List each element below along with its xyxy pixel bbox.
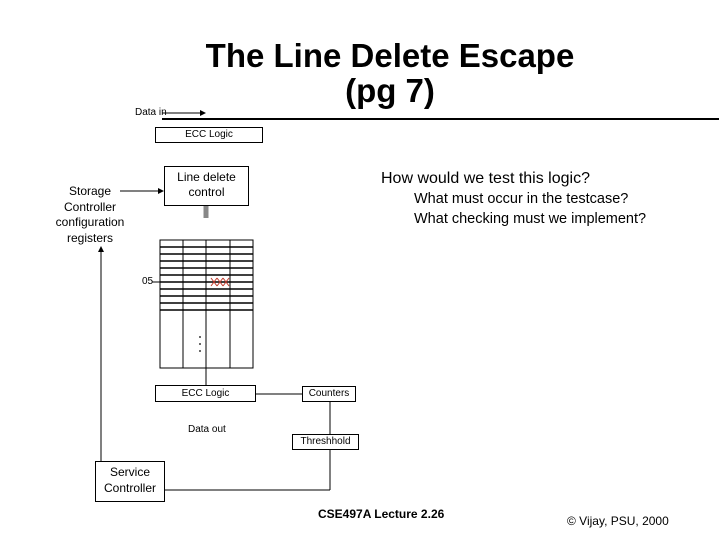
data-in-label: Data in bbox=[135, 107, 167, 118]
question-main: How would we test this logic? bbox=[381, 170, 590, 187]
title-line-1: The Line Delete Escape bbox=[205, 37, 575, 74]
ecc-logic-top-box: ECC Logic bbox=[155, 127, 263, 143]
ecc-logic-bottom-box: ECC Logic bbox=[155, 385, 256, 402]
line-delete-control-box: Line delete control bbox=[164, 166, 249, 206]
threshold-label: Threshhold bbox=[300, 436, 351, 447]
threshold-box: Threshhold bbox=[292, 434, 359, 450]
row-label-05: 05 bbox=[142, 276, 154, 287]
service-controller-box: Service Controller bbox=[95, 461, 165, 502]
question-sub-2: What checking must we implement? bbox=[414, 211, 647, 227]
ecc-logic-bottom-label: ECC Logic bbox=[181, 388, 230, 399]
data-out-label: Data out bbox=[188, 424, 226, 435]
storage-controller-label: Storage Controller configuration registe… bbox=[55, 184, 125, 245]
footer-lecture: CSE497A Lecture 2.26 bbox=[318, 507, 445, 521]
slide-title: The Line Delete Escape (pg 7) bbox=[170, 38, 610, 108]
deleted-line-marks bbox=[210, 277, 230, 287]
line-delete-control-label: Line delete control bbox=[177, 170, 236, 199]
ecc-logic-top-label: ECC Logic bbox=[185, 129, 233, 140]
question-sub-1: What must occur in the testcase? bbox=[414, 191, 629, 207]
title-line-2: (pg 7) bbox=[345, 72, 435, 109]
counters-label: Counters bbox=[308, 388, 350, 399]
counters-box: Counters bbox=[302, 386, 356, 402]
ellipsis-dots bbox=[199, 336, 201, 352]
cache-rows bbox=[160, 246, 253, 311]
footer-copyright: © Vijay, PSU, 2000 bbox=[567, 514, 669, 528]
